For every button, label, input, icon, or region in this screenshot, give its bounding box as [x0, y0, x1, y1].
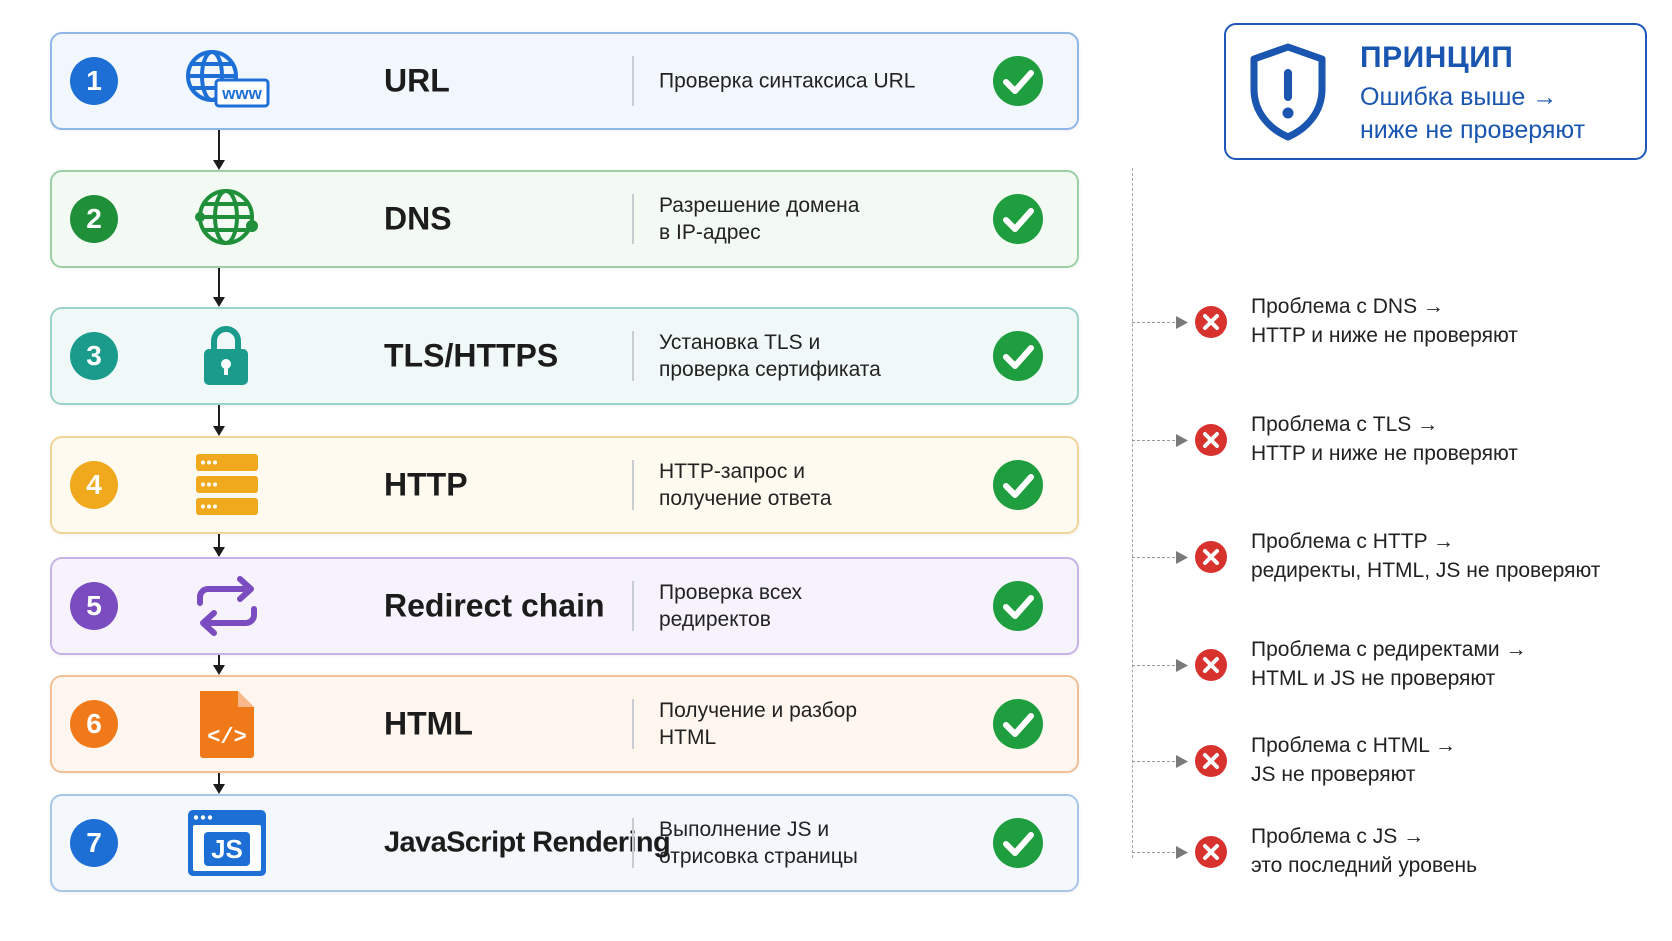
dashed-connector: [1132, 440, 1180, 441]
stage-description: Проверка синтаксиса URL: [659, 69, 916, 93]
stage-javascript: 7 JS JavaScript Rendering Выполнение JS …: [50, 794, 1079, 892]
code-symbol: </>: [207, 725, 247, 750]
flow-arrow: [212, 655, 226, 675]
divider: [632, 699, 634, 749]
failure-note-html: Проблема с HTML →JS не проверяют: [1132, 727, 1672, 797]
failure-text: Проблема с HTTP →редиректы, HTML, JS не …: [1251, 530, 1601, 582]
padlock-icon: [182, 321, 272, 391]
divider: [632, 194, 634, 244]
check-icon: [992, 193, 1044, 245]
arrowhead-icon: [1176, 316, 1188, 329]
check-icon: [992, 330, 1044, 382]
error-x-icon: [1194, 423, 1228, 457]
divider: [632, 460, 634, 510]
shield-warning-icon: [1248, 43, 1328, 141]
html-file-icon: </>: [182, 689, 272, 759]
failure-text: Проблема с JS →это последний уровень: [1251, 825, 1478, 877]
stage-title: JavaScript Rendering: [384, 826, 671, 859]
failure-branch-line: [1132, 168, 1133, 858]
error-x-icon: [1194, 835, 1228, 869]
step-number: 5: [70, 582, 118, 630]
divider: [632, 331, 634, 381]
step-number: 3: [70, 332, 118, 380]
failure-note-redirect: Проблема с редиректами →HTML и JS не про…: [1132, 631, 1672, 701]
failure-text: Проблема с TLS →HTTP и ниже не проверяют: [1251, 413, 1518, 465]
principle-text: Ошибка выше → ниже не проверяют: [1360, 83, 1586, 144]
js-window-icon: JS: [182, 808, 272, 878]
js-label: JS: [211, 834, 243, 864]
check-icon: [992, 580, 1044, 632]
check-icon: [992, 817, 1044, 869]
check-icon: [992, 55, 1044, 107]
redirect-arrows-icon: [182, 571, 272, 641]
step-number: 4: [70, 461, 118, 509]
arrowhead-icon: [1176, 659, 1188, 672]
failure-note-tls: Проблема с TLS →HTTP и ниже не проверяют: [1132, 406, 1672, 476]
failure-note-http: Проблема с HTTP →редиректы, HTML, JS не …: [1132, 523, 1672, 593]
globe-network-icon: [182, 184, 272, 254]
dashed-connector: [1132, 557, 1180, 558]
step-number: 6: [70, 700, 118, 748]
step-number: 1: [70, 57, 118, 105]
www-label: www: [221, 84, 262, 103]
check-icon: [992, 459, 1044, 511]
principle-title: ПРИНЦИП: [1360, 41, 1514, 74]
arrowhead-icon: [1176, 846, 1188, 859]
stage-title: Redirect chain: [384, 587, 605, 624]
principle-card: ПРИНЦИП Ошибка выше → ниже не проверяют: [1224, 23, 1647, 160]
failure-note-js: Проблема с JS →это последний уровень: [1132, 818, 1672, 888]
flow-arrow: [212, 130, 226, 170]
dashed-connector: [1132, 322, 1180, 323]
dashed-connector: [1132, 665, 1180, 666]
failure-text: Проблема с DNS →HTTP и ниже не проверяют: [1251, 295, 1518, 347]
flow-arrow: [212, 534, 226, 557]
stage-title: URL: [384, 62, 450, 99]
stage-title: HTML: [384, 705, 473, 742]
failure-text: Проблема с HTML →JS не проверяют: [1251, 734, 1456, 786]
error-x-icon: [1194, 648, 1228, 682]
dashed-connector: [1132, 852, 1180, 853]
step-number: 2: [70, 195, 118, 243]
failure-text: Проблема с редиректами →HTML и JS не про…: [1251, 638, 1527, 690]
arrowhead-icon: [1176, 755, 1188, 768]
flow-arrow: [212, 405, 226, 436]
divider: [632, 56, 634, 106]
stage-title: HTTP: [384, 466, 468, 503]
error-x-icon: [1194, 305, 1228, 339]
error-x-icon: [1194, 744, 1228, 778]
error-x-icon: [1194, 540, 1228, 574]
step-number: 7: [70, 819, 118, 867]
dashed-connector: [1132, 761, 1180, 762]
divider: [632, 818, 634, 868]
arrowhead-icon: [1176, 551, 1188, 564]
stage-url: 1 www URL Проверка синтаксиса URL: [50, 32, 1079, 130]
failure-note-dns: Проблема с DNS →HTTP и ниже не проверяют: [1132, 288, 1672, 358]
stage-title: TLS/HTTPS: [384, 337, 559, 374]
flow-arrow: [212, 268, 226, 307]
arrowhead-icon: [1176, 434, 1188, 447]
globe-www-icon: www: [182, 46, 272, 116]
stage-title: DNS: [384, 200, 452, 237]
check-icon: [992, 698, 1044, 750]
flow-arrow: [212, 773, 226, 794]
server-stack-icon: [182, 450, 272, 520]
divider: [632, 581, 634, 631]
